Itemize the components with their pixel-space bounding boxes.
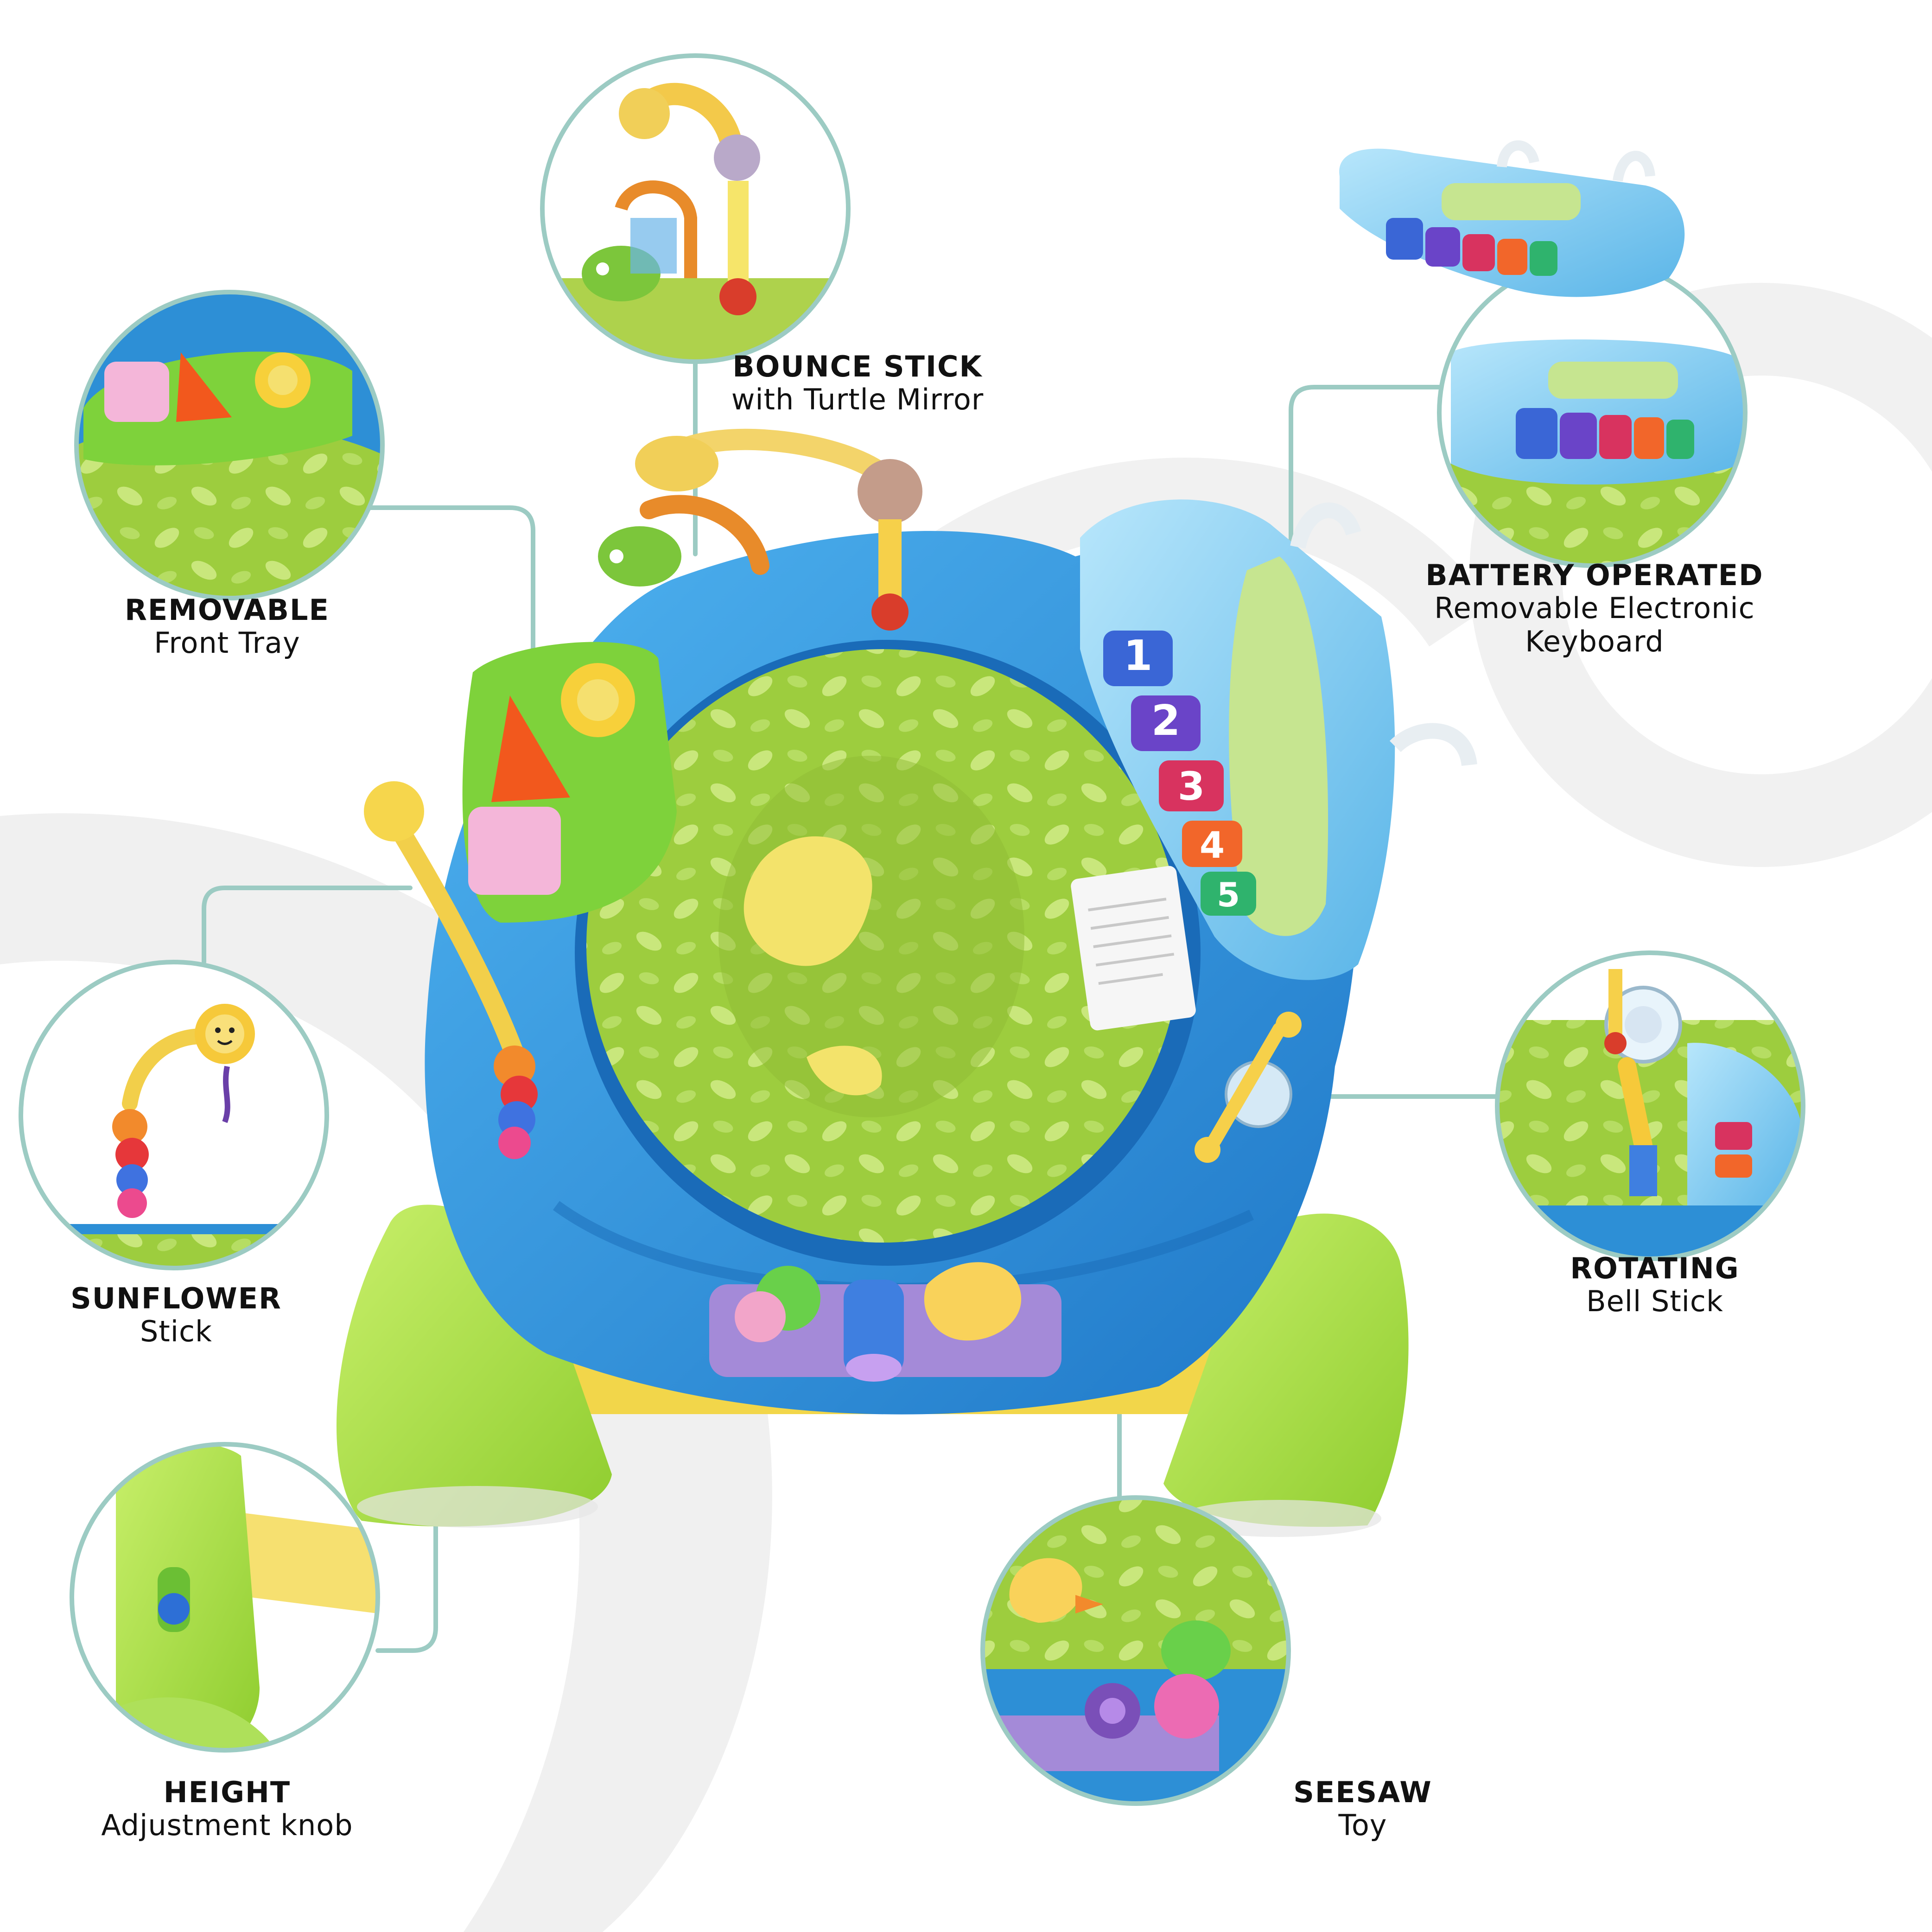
- detail-circle-seesaw: [980, 1495, 1291, 1806]
- key-2: 2: [1151, 696, 1181, 745]
- label-rotating-bell-title: ROTATING: [1570, 1251, 1740, 1285]
- label-seesaw-toy-subtitle: Toy: [1338, 1808, 1387, 1843]
- sunflower-stick-toy: [364, 781, 538, 1159]
- label-sunflower-stick-title: SUNFLOWER: [70, 1282, 282, 1315]
- bell-stick-toy: [1195, 1012, 1302, 1163]
- label-height-knob: HEIGHT Adjustment knob: [60, 1776, 394, 1842]
- label-seesaw-toy: SEESAW Toy: [1224, 1776, 1502, 1842]
- label-seesaw-toy-title: SEESAW: [1293, 1775, 1432, 1809]
- seesaw-toy: [709, 1262, 1061, 1382]
- background-ring-mid: [930, 458, 1491, 647]
- right-leg: [1163, 1213, 1409, 1527]
- label-removable-tray-subtitle: Front Tray: [154, 626, 300, 660]
- detail-circle-keyboard: [1437, 257, 1748, 568]
- label-height-knob-title: HEIGHT: [163, 1775, 291, 1809]
- activity-center: 1 2 3 4 5: [336, 428, 1477, 1537]
- label-rotating-bell-subtitle: Bell Stick: [1586, 1284, 1723, 1319]
- label-rotating-bell: ROTATING Bell Stick: [1511, 1252, 1799, 1318]
- label-bounce-stick: BOUNCE STICK with Turtle Mirror: [603, 350, 1112, 416]
- background-ring-right: [1469, 283, 1932, 867]
- detail-circle-height: [70, 1442, 380, 1753]
- keyboard-toy: 1 2 3 4 5: [1080, 499, 1477, 980]
- label-sunflower-stick-subtitle: Stick: [140, 1314, 212, 1349]
- label-bounce-stick-title: BOUNCE STICK: [732, 350, 983, 383]
- label-battery-keyboard-subtitle: Removable Electronic Keyboard: [1434, 591, 1755, 658]
- connector-keyboard: [1289, 385, 1442, 649]
- label-height-knob-subtitle: Adjustment knob: [101, 1808, 353, 1843]
- seat-tag: [1071, 866, 1196, 1031]
- label-battery-keyboard-title: BATTERY OPERATED: [1425, 558, 1764, 592]
- key-5: 5: [1217, 875, 1240, 914]
- detail-circle-bounce: [540, 53, 851, 364]
- key-4: 4: [1200, 825, 1225, 867]
- detail-circle-bell: [1495, 950, 1805, 1261]
- bounce-stick-toy: [598, 428, 922, 631]
- connector-sunflower: [202, 886, 413, 964]
- keyboard-detail-top: [1339, 140, 1685, 297]
- label-bounce-stick-subtitle: with Turtle Mirror: [731, 383, 984, 417]
- shape-sorter-toy: [462, 642, 677, 923]
- detail-circle-sunflower: [19, 960, 329, 1270]
- label-removable-tray: REMOVABLE Front Tray: [83, 593, 371, 660]
- detail-circle-tray: [74, 290, 385, 600]
- connector-height: [375, 1416, 438, 1653]
- label-sunflower-stick: SUNFLOWER Stick: [37, 1282, 315, 1348]
- keyboard-keys: 1 2 3 4 5: [1103, 631, 1256, 916]
- connector-tray: [359, 505, 535, 797]
- key-3: 3: [1178, 764, 1205, 809]
- label-battery-keyboard: BATTERY OPERATED Removable Electronic Ke…: [1409, 559, 1780, 658]
- key-1: 1: [1124, 631, 1153, 680]
- label-removable-tray-title: REMOVABLE: [125, 593, 330, 627]
